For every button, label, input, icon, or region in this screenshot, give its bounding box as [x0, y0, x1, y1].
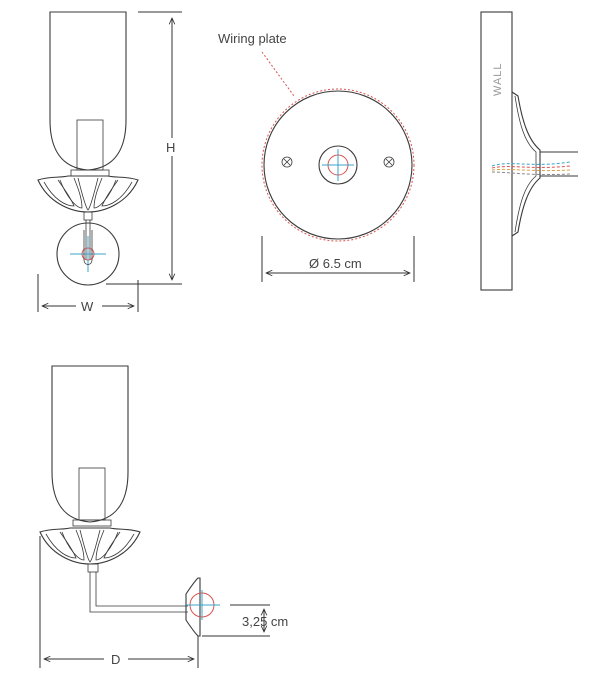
height-label: H [166, 140, 175, 155]
front-view [37, 11, 139, 286]
bulb-holder [76, 119, 104, 171]
wiring-plate-label: Wiring plate [218, 31, 287, 46]
screw-right [383, 156, 395, 168]
wall-plate-side [185, 577, 201, 637]
wall-label: WALL [492, 62, 504, 96]
width-dimension: W [37, 274, 139, 314]
wiring-plate-disc [263, 90, 413, 240]
flower-cup [37, 175, 139, 213]
depth-label: D [111, 652, 120, 667]
wall-side-view: WALL [480, 11, 578, 291]
glass-shade-side [51, 365, 129, 523]
holder-collar [70, 169, 110, 177]
screw-left [281, 156, 293, 168]
offset-label: 3,25 cm [242, 614, 288, 629]
leader-line [261, 51, 295, 97]
glass-shade [49, 11, 127, 171]
offset-dimension: 3,25 cm [202, 604, 288, 637]
width-label: W [81, 299, 94, 314]
wall-plate-front [56, 222, 120, 286]
wires [491, 161, 571, 176]
wall-section [480, 11, 513, 291]
diameter-label: Ø 6.5 cm [309, 256, 362, 271]
wiring-plate-view: Wiring plate Ø 6.5 cm [218, 31, 415, 282]
height-dimension: H [106, 11, 182, 285]
plate-outline-red [261, 88, 415, 242]
plate-profile [511, 91, 541, 237]
center-boss [318, 145, 358, 185]
flower-cup-side [39, 527, 141, 565]
side-profile-view [39, 365, 220, 637]
depth-dimension: D [39, 536, 199, 668]
